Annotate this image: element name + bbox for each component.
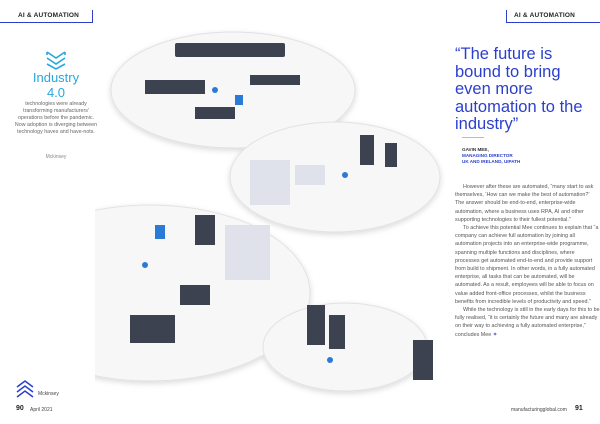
footer-site: manufacturingglobal.com bbox=[511, 407, 567, 413]
industry-text: technologies were already transforming m… bbox=[14, 101, 98, 135]
pull-quote: “The future is bound to bring even more … bbox=[455, 45, 583, 133]
mckinsey-logo-icon bbox=[16, 380, 34, 398]
article-body: However after these are automated, “many… bbox=[455, 184, 600, 338]
automation-illustration bbox=[95, 31, 441, 392]
quote-author: GAVIN MEE, MANAGING DIRECTOR UK AND IREL… bbox=[462, 147, 521, 164]
page-number-left: 90 bbox=[16, 405, 24, 412]
issue-date: April 2021 bbox=[30, 407, 53, 413]
control-room-platform bbox=[110, 31, 356, 149]
section-header-right: AI & AUTOMATION bbox=[506, 10, 600, 23]
footer-logo-text: Mckinsey bbox=[38, 391, 59, 397]
quote-divider bbox=[462, 137, 484, 138]
end-mark-icon: ✶ bbox=[492, 331, 498, 338]
section-header-left: AI & AUTOMATION bbox=[0, 10, 93, 23]
page-number-right: 91 bbox=[575, 405, 583, 412]
chevron-stack-icon bbox=[46, 51, 66, 70]
industry-source: Mckinsey bbox=[45, 154, 67, 160]
